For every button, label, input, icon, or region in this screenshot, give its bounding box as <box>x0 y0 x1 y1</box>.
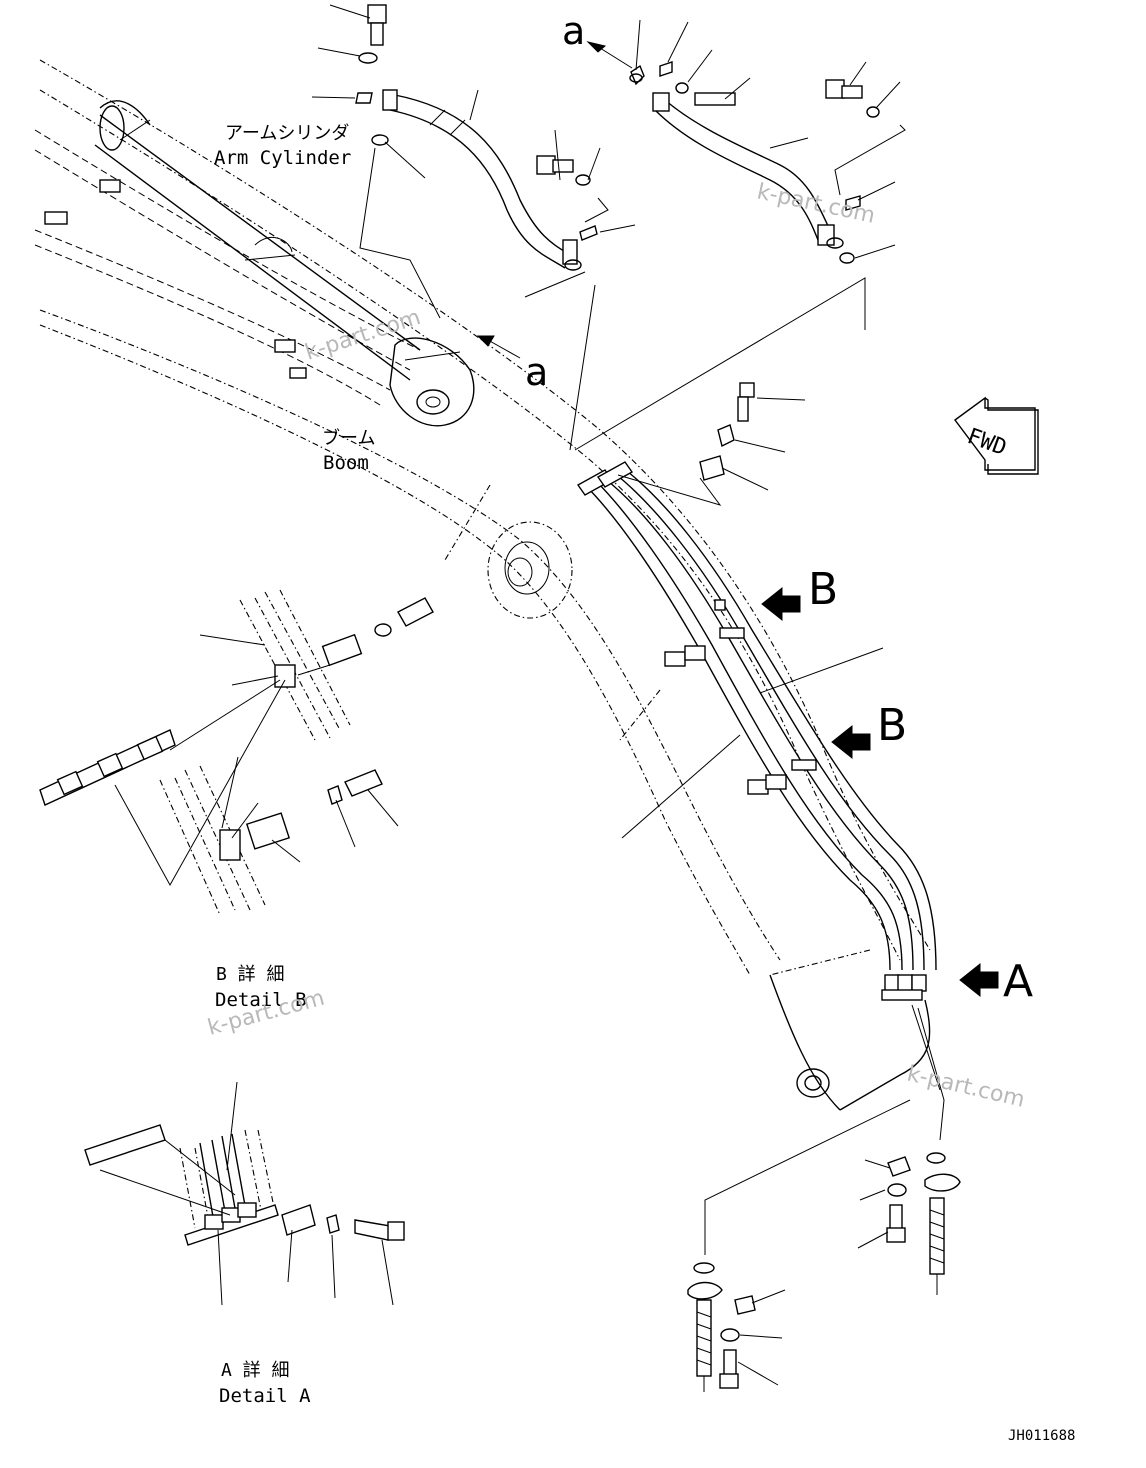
marker-a-top: a <box>562 9 585 53</box>
label-detail-b-en: Detail B <box>215 989 307 1011</box>
label-boom-jp: ブーム <box>322 427 375 449</box>
watermark-2: k-part.com <box>302 305 424 366</box>
label-arm-cylinder-jp: アームシリンダ <box>225 123 349 144</box>
marker-a-view: A <box>1003 956 1033 1007</box>
boom-pipes <box>584 467 937 971</box>
label-detail-b-jp: B 詳 細 <box>216 964 285 985</box>
boom-outline <box>34 59 931 1111</box>
leader-lines-pipes <box>621 647 884 839</box>
top-middle-bolt <box>536 155 598 241</box>
label-drawing-number: JH011688 <box>1008 1428 1075 1444</box>
detail-a-leaders <box>217 1081 394 1306</box>
arm-cylinder <box>94 100 421 381</box>
detail-b-drawing <box>39 589 434 916</box>
detail-b-leaders <box>199 634 399 863</box>
top-hose-right <box>629 61 880 264</box>
marker-a-mid: a <box>525 350 548 394</box>
boom-pipe-clamps <box>664 599 817 795</box>
cylinder-clamps <box>44 179 307 379</box>
boom-pipe-flanges <box>576 461 927 1001</box>
view-arrow-a <box>959 962 999 998</box>
view-arrow-a-mid <box>476 335 521 359</box>
label-arm-cylinder-en: Arm Cylinder <box>214 147 351 169</box>
view-arrow-b-lower <box>831 724 871 760</box>
watermark-4: k-part.com <box>905 1061 1027 1112</box>
top-hose-left <box>382 89 582 271</box>
boom-center-boss <box>487 521 573 619</box>
view-arrow-a-top <box>586 41 633 69</box>
marker-b-lower: B <box>877 700 907 751</box>
label-boom-en: Boom <box>323 452 369 474</box>
detail-a-drawing <box>84 1124 405 1246</box>
fwd-arrow <box>954 396 1039 475</box>
flange-bolt-set <box>617 382 806 506</box>
cylinder-head-port <box>389 337 475 427</box>
watermark-1: k-part.com <box>755 179 877 228</box>
view-arrow-b-upper <box>761 586 801 622</box>
label-detail-a-jp: A 詳 細 <box>221 1360 290 1381</box>
marker-b-upper: B <box>808 564 838 615</box>
reference-lines-top <box>359 124 906 451</box>
top-left-bolt <box>355 4 389 146</box>
label-detail-a-en: Detail A <box>219 1385 311 1407</box>
bottom-hose-ends <box>687 1004 961 1392</box>
leader-lines-top <box>311 4 901 298</box>
